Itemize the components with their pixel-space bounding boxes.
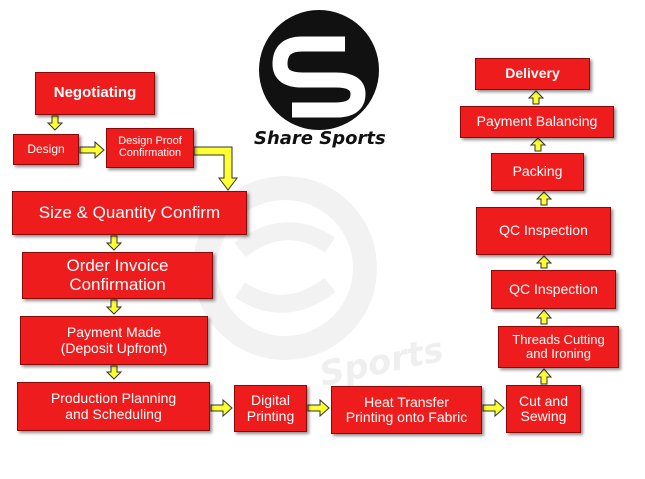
step-qc-inspection-1-label: QC Inspection — [509, 280, 598, 297]
arrow-proof-size — [193, 146, 238, 191]
step-payment-balancing-label: Payment Balancing — [476, 113, 598, 130]
step-threads-cutting-line1: Threads Cutting — [512, 331, 605, 347]
arrow-qc1-qc2 — [535, 255, 553, 269]
step-cut-sewing-line1: Cut and — [518, 392, 569, 409]
step-payment-made-line1: Payment Made — [66, 324, 162, 341]
step-design-label: Design — [27, 142, 65, 157]
step-size-quantity-label: Size & Quantity Confirm — [38, 202, 221, 222]
step-digital-printing-line2: Printing — [246, 407, 295, 424]
step-delivery-label: Delivery — [505, 65, 560, 82]
step-digital-printing: Digital Printing — [234, 385, 307, 432]
step-qc-inspection-2: QC Inspection — [476, 207, 611, 255]
step-threads-cutting: Threads Cutting and Ironing — [498, 326, 619, 368]
arrow-size-order — [105, 235, 123, 251]
arrow-balancing-delivery — [527, 90, 545, 105]
step-design-proof: Design Proof Confirmation — [106, 128, 194, 168]
arrow-negotiating-design — [46, 115, 64, 131]
arrow-production-digital — [210, 398, 233, 418]
step-production-planning-line1: Production Planning — [50, 390, 177, 407]
arrow-threads-qc1 — [535, 309, 553, 325]
step-production-planning: Production Planning and Scheduling — [17, 382, 210, 431]
arrow-cut-threads — [535, 368, 553, 385]
step-design-proof-line2: Confirmation — [118, 147, 182, 159]
step-payment-made: Payment Made (Deposit Upfront) — [20, 316, 208, 365]
step-packing-label: Packing — [512, 163, 563, 180]
arrow-payment-production — [105, 365, 123, 380]
step-heat-transfer-line1: Heat Transfer — [364, 393, 449, 410]
step-heat-transfer: Heat Transfer Printing onto Fabric — [331, 386, 482, 434]
step-order-invoice-line2: Confirmation — [69, 274, 166, 294]
step-order-invoice: Order Invoice Confirmation — [22, 252, 213, 299]
step-packing: Packing — [491, 153, 584, 191]
brand-name: Share Sports — [254, 128, 386, 149]
step-negotiating: Negotiating — [35, 72, 155, 115]
step-delivery: Delivery — [475, 58, 590, 90]
step-cut-sewing-line2: Sewing — [520, 408, 567, 424]
step-design: Design — [13, 134, 79, 165]
arrow-design-proof — [79, 140, 105, 160]
step-order-invoice-line1: Order Invoice — [66, 256, 169, 276]
step-heat-transfer-line2: Printing onto Fabric — [345, 409, 468, 425]
arrow-order-payment — [105, 299, 123, 315]
step-qc-inspection-1: QC Inspection — [491, 270, 616, 309]
step-size-quantity: Size & Quantity Confirm — [12, 191, 247, 235]
step-production-planning-line2: and Scheduling — [65, 405, 162, 422]
step-cut-sewing: Cut and Sewing — [506, 385, 581, 433]
step-payment-made-line2: (Deposit Upfront) — [60, 339, 168, 356]
step-negotiating-label: Negotiating — [53, 84, 137, 102]
arrow-qc2-packing — [535, 191, 553, 206]
step-payment-balancing: Payment Balancing — [460, 106, 614, 138]
arrow-digital-heat — [307, 398, 330, 418]
arrow-packing-balancing — [529, 137, 547, 152]
arrow-heat-cut — [482, 398, 505, 418]
step-threads-cutting-line2: and Ironing — [525, 346, 592, 361]
step-design-proof-line1: Design Proof — [118, 135, 182, 148]
step-digital-printing-line1: Digital — [251, 392, 290, 409]
step-qc-inspection-2-label: QC Inspection — [499, 222, 588, 239]
